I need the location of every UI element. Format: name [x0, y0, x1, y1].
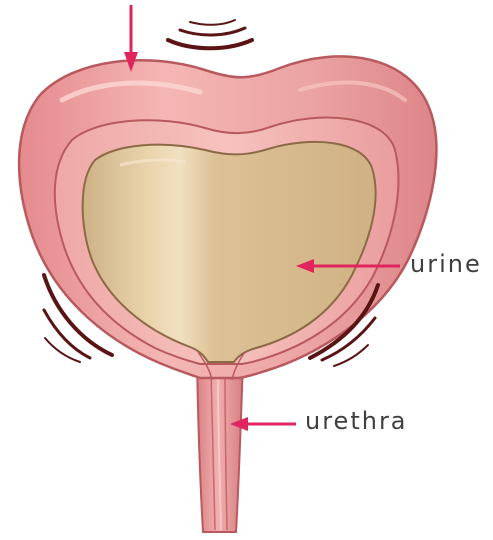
- urine-label: urine: [410, 250, 482, 278]
- motion-lines-icon: [168, 20, 252, 48]
- urethra-label: urethra: [305, 407, 408, 435]
- urethra-tube: [197, 360, 243, 532]
